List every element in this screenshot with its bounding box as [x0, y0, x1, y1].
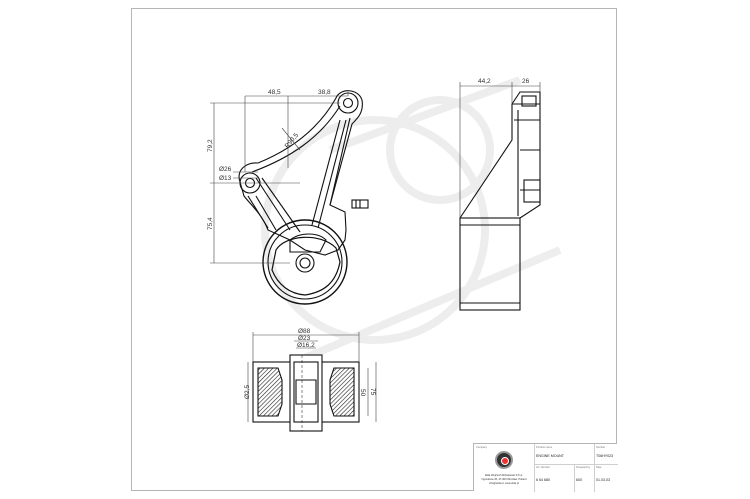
gear-icon	[501, 457, 509, 465]
dim-79-2: 79,2	[207, 139, 214, 152]
front-dimensions	[210, 92, 349, 264]
date-value: 01.03.03	[596, 478, 610, 482]
drawing-sheet	[131, 8, 617, 491]
company-line-2: Ogrodowa 45, 47-900 Wrocław, Poland	[481, 478, 527, 481]
company-logo	[495, 451, 513, 469]
dim-bore-26: Ø26	[219, 166, 232, 173]
section-view	[252, 354, 360, 432]
prepared-label: Prepared by	[576, 466, 591, 469]
tb-divider	[594, 444, 595, 492]
side-dimensions	[459, 82, 541, 218]
tb-divider	[534, 464, 618, 465]
section-dimensions	[247, 332, 377, 422]
dim-16-2: Ø16,2	[297, 342, 315, 349]
bracket-outline	[238, 90, 363, 256]
date-label: Date	[596, 466, 602, 469]
company-line-3: info@elda.pl, www.elda.pl	[489, 482, 519, 485]
dim-bore-13: Ø13	[219, 175, 232, 182]
art-label: Art. Number	[536, 466, 550, 469]
dim-75: 75	[369, 388, 376, 396]
number-value: T06HY023	[596, 454, 614, 458]
number-label: Number	[596, 446, 606, 449]
dim-75-4: 75,4	[207, 217, 214, 230]
art-value: 6 64 680	[536, 478, 550, 482]
tb-divider	[574, 464, 575, 492]
product-label: Product name	[536, 446, 553, 449]
dim-23: Ø23	[298, 335, 311, 342]
watermark-logo	[261, 76, 562, 364]
dim-2-5: Ø2,5	[244, 385, 251, 399]
front-view	[238, 90, 369, 305]
side-view	[459, 91, 541, 311]
dim-38-8: 38,8	[318, 89, 331, 96]
prepared-value: 600	[576, 478, 582, 482]
dim-48-5: 48,5	[268, 89, 281, 96]
title-block: Company Elda Wojciech Mihułowski S.K.A. …	[473, 443, 618, 492]
tb-divider	[534, 444, 535, 492]
product-name: ENGINE MOUNT	[536, 454, 564, 458]
dim-50: 50	[359, 389, 366, 397]
dim-44-2: 44,2	[478, 78, 491, 85]
dim-88: Ø88	[298, 328, 311, 335]
company-line-1: Elda Wojciech Mihułowski S.K.A.	[485, 474, 523, 477]
dim-26: 26	[522, 78, 530, 85]
company-label: Company	[476, 446, 488, 449]
